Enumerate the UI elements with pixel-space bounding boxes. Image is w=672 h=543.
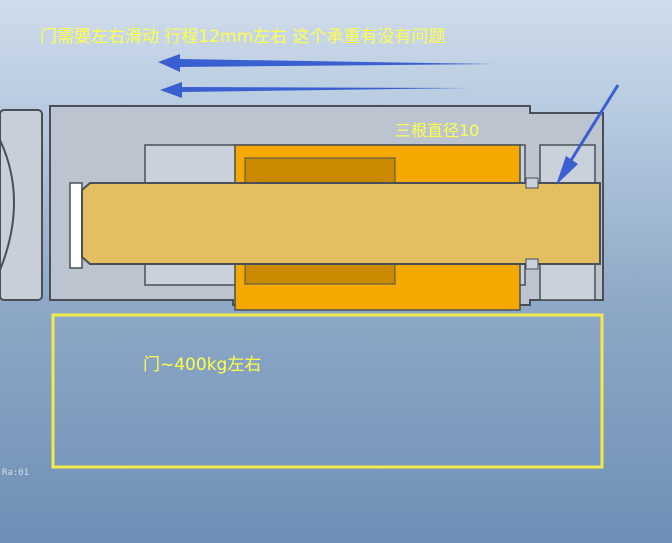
pin-diameter-annotation: 三根直径10 xyxy=(395,121,480,140)
left-arrow-icon xyxy=(158,54,495,98)
callout-arrow-icon xyxy=(556,84,620,185)
door-weight-annotation: 门~400kg左右 xyxy=(143,355,262,375)
corner-watermark: Ra:01 xyxy=(2,468,30,478)
pin-shaft xyxy=(81,177,601,270)
left-roller-part xyxy=(0,109,43,301)
slide-travel-annotation: 门需要左右滑动 行程12mm左右 这个承重有没有问题 xyxy=(40,27,446,47)
door-outline xyxy=(51,313,604,469)
